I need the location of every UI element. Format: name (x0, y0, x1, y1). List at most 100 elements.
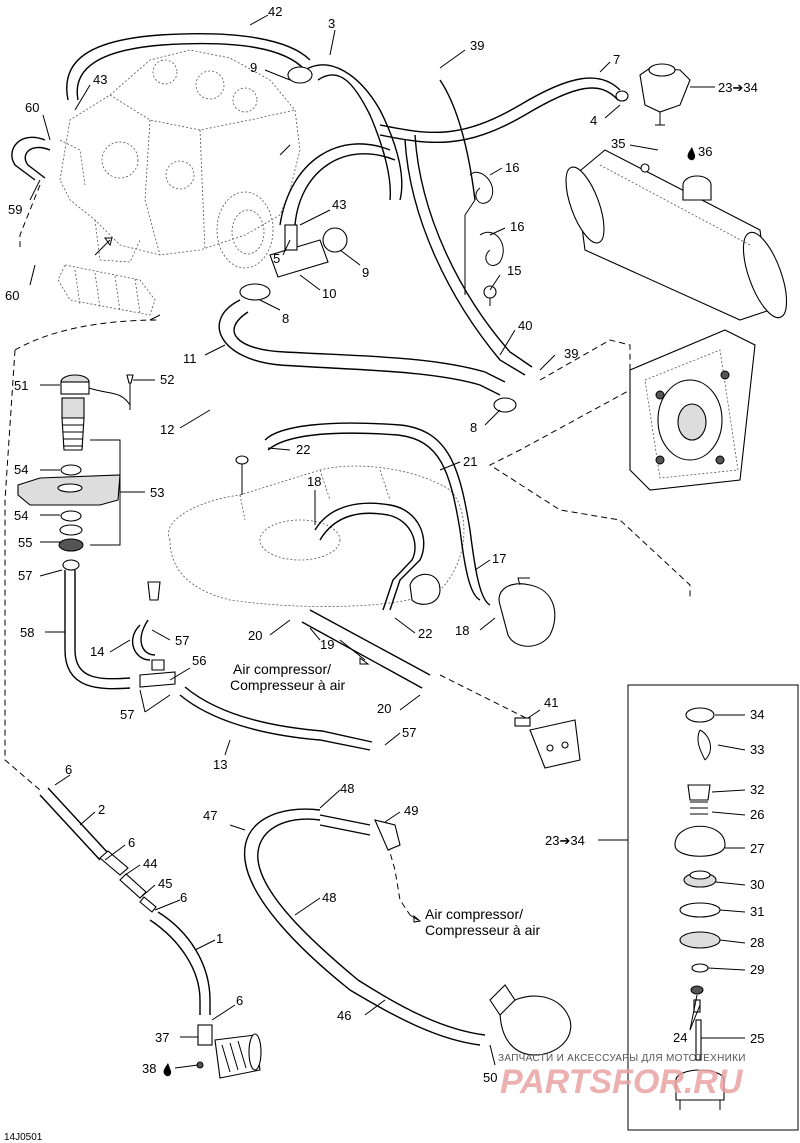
callout: 18 (455, 623, 469, 638)
flow-arrows (94, 144, 422, 923)
watermark-logo: PARTSFOR.RU (500, 1063, 744, 1101)
note-text: Air compressor/ (425, 906, 523, 922)
callout: 49 (404, 803, 418, 818)
vent-hoses (264, 422, 556, 689)
bilge-hoses (39, 787, 262, 1079)
callout: 30 (750, 877, 764, 892)
callout: 9 (362, 265, 369, 280)
callout: 57 (402, 725, 416, 740)
callout: 32 (750, 782, 764, 797)
callout: 11 (183, 351, 197, 366)
callout: 43 (332, 197, 346, 212)
callout: 8 (282, 311, 289, 326)
callout: 12 (160, 422, 174, 437)
filler-neck-assembly (17, 374, 134, 571)
air-compressor-note-2: Air compressor/ Compresseur à air (425, 906, 540, 938)
fluid-drop-icon (163, 1063, 172, 1077)
watermark-caption: ЗАПЧАСТИ И АКСЕССУАРЫ ДЛЯ МОТОТЕХНИКИ (498, 1053, 746, 1064)
fluid-drop-icon (687, 147, 696, 161)
note-text: Air compressor/ (233, 661, 331, 677)
fuel-tank (168, 455, 465, 607)
callout: 16 (510, 219, 524, 234)
fuel-rail (57, 264, 156, 316)
coolant-reservoir (639, 63, 691, 126)
callout: 47 (203, 808, 217, 823)
callout: 39 (470, 38, 484, 53)
engine-block (59, 49, 301, 269)
callout: 36 (698, 144, 712, 159)
callout: 7 (613, 52, 620, 67)
callout: 45 (158, 876, 172, 891)
callout: 24 (673, 1030, 687, 1045)
callout: 57 (120, 707, 134, 722)
tee-fitting (239, 66, 629, 413)
callout: 33 (750, 742, 764, 757)
callout: 31 (750, 904, 764, 919)
reservoir-exploded-box (598, 684, 799, 1131)
callout: 59 (8, 202, 22, 217)
top-hoses (11, 33, 621, 396)
note-text: Compresseur à air (230, 677, 345, 693)
diagram-code: 14J0501 (4, 1132, 43, 1143)
callout: 20 (377, 701, 391, 716)
leader-lines (29, 14, 746, 1069)
compressor-hoses (243, 808, 572, 1056)
callout: 6 (128, 835, 135, 850)
callout: 39 (564, 346, 578, 361)
callout: 60 (5, 288, 19, 303)
callout-labels: 42 3 39 7 43 9 60 23➔34 4 59 35 36 16 43… (5, 4, 764, 1085)
callout: 23➔34 (718, 80, 758, 95)
callout: 48 (322, 890, 336, 905)
callout: 27 (750, 841, 764, 856)
callout: 17 (492, 551, 506, 566)
callout: 28 (750, 935, 764, 950)
callout: 26 (750, 807, 764, 822)
callout: 29 (750, 962, 764, 977)
callout: 6 (180, 890, 187, 905)
callout: 1 (216, 931, 223, 946)
callout: 43 (93, 72, 107, 87)
callout: 20 (248, 628, 262, 643)
callout: 37 (155, 1030, 169, 1045)
callout: 15 (507, 263, 521, 278)
callout: 56 (192, 653, 206, 668)
lower-fuel-hoses (64, 570, 373, 751)
note-text: Compresseur à air (425, 922, 540, 938)
callout: 13 (213, 757, 227, 772)
callout: 23➔34 (545, 833, 585, 848)
callout: 6 (236, 993, 243, 1008)
callout: 53 (150, 485, 164, 500)
callout: 40 (518, 318, 532, 333)
callout: 9 (250, 60, 257, 75)
callout: 6 (65, 762, 72, 777)
callout: 57 (175, 633, 189, 648)
callout: 4 (590, 113, 597, 128)
callout: 16 (505, 160, 519, 175)
callout: 42 (268, 4, 282, 19)
callout: 54 (14, 508, 28, 523)
callout: 41 (544, 695, 558, 710)
callout: 5 (273, 251, 280, 266)
callout: 44 (143, 856, 157, 871)
clips (464, 172, 504, 306)
air-compressor-note-1: Air compressor/ Compresseur à air (230, 661, 345, 693)
callout: 50 (483, 1070, 497, 1085)
callout: 22 (418, 626, 432, 641)
callout: 21 (463, 454, 477, 469)
callout: 58 (20, 625, 34, 640)
jet-pump-housing (629, 329, 756, 491)
callout: 46 (337, 1008, 351, 1023)
callout: 2 (98, 802, 105, 817)
callout: 25 (750, 1031, 764, 1046)
callout: 52 (160, 372, 174, 387)
callout: 34 (750, 707, 764, 722)
callout: 51 (14, 378, 28, 393)
callout: 57 (18, 568, 32, 583)
callout: 22 (296, 442, 310, 457)
callout: 54 (14, 462, 28, 477)
callout: 19 (320, 637, 334, 652)
callout: 48 (340, 781, 354, 796)
callout: 60 (25, 100, 39, 115)
muffler (565, 149, 788, 321)
